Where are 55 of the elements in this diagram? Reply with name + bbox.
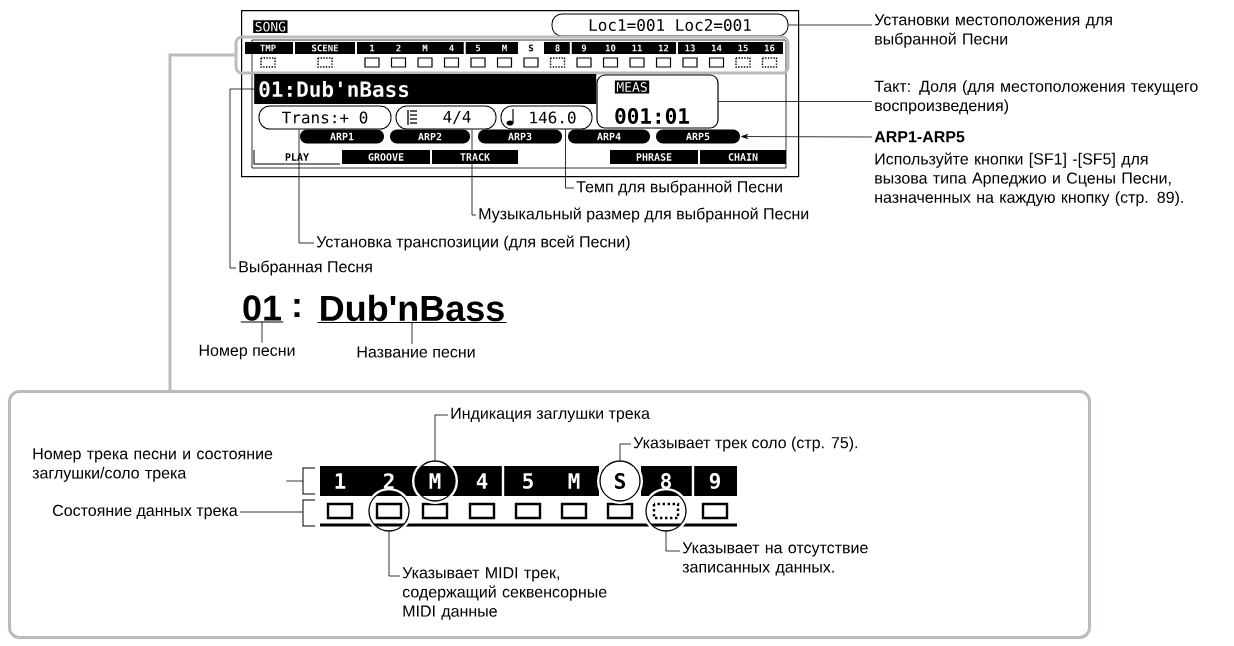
detail-panel	[8, 390, 1091, 639]
measure-beat-box: MEAS 001:01	[596, 74, 719, 129]
tab: PLAY	[253, 149, 341, 165]
arrow	[741, 134, 873, 140]
annotation-text: Индикация заглушки трека	[451, 407, 650, 423]
annotation-text: Номер песни	[199, 344, 295, 360]
annotation-text: Темп для выбранной Песни	[576, 180, 782, 196]
annotation-text: Указывает трек соло (стр. 75).	[633, 436, 858, 452]
highlight-circle	[366, 488, 412, 534]
arp-button: ARP5	[656, 129, 740, 144]
song-name-bar: 01:Dub'nBass	[254, 74, 597, 104]
tempo-field: 146.0	[500, 105, 593, 130]
arp-button: ARP4	[568, 129, 650, 144]
song-title: Dub'nBass	[317, 294, 507, 323]
location-field: Loc1=001 Loc2=001	[551, 13, 789, 37]
leader-line	[261, 321, 263, 344]
transpose-field: Trans:+ 0	[258, 105, 392, 130]
track-data-row	[302, 499, 737, 527]
tab: PHRASE	[610, 150, 698, 164]
annotation-text: Установка транспозиции (для всей Песни)	[316, 235, 630, 251]
annotation-text: ARP1-ARP5 Используйте кнопки [SF1] -[SF5] для вызова типа Арпеджио и Сцены Песни, назначенных на каждую кнопку (стр. 89).	[874, 131, 1183, 207]
node-label: CHAIN	[728, 153, 758, 161]
leader-line	[229, 88, 255, 269]
tab: GROOVE	[342, 150, 430, 164]
annotation-text: Номер трека песни и состояние заглушки/соло трека	[32, 448, 273, 482]
tab: TRACK	[432, 150, 518, 164]
leader-line	[665, 531, 681, 552]
leader-line	[286, 480, 304, 482]
annotation-text: Указывает MIDI трек, содержащий секвенсорные MIDI данные	[402, 567, 607, 620]
annotation-text: Установки местоположения для выбранной Песни	[874, 14, 1112, 48]
leader-line	[239, 511, 304, 513]
connector-line	[168, 53, 235, 390]
meter-field: 4/4	[395, 105, 497, 130]
annotation-text: Музыкальный размер для выбранной Песни	[479, 207, 809, 223]
leader-line	[298, 129, 315, 244]
colon: :	[294, 298, 300, 318]
leader-line	[434, 414, 449, 461]
tab: CHAIN	[700, 150, 786, 164]
annotation-text: Выбранная Песня	[239, 260, 372, 276]
node-label: PHRASE	[636, 153, 672, 161]
annotation-text: Состояние данных трека	[53, 504, 238, 520]
leader-line	[718, 101, 873, 102]
leader-line	[388, 531, 401, 577]
annotation-text: Указывает на отсутствие записанных данных.	[682, 542, 868, 576]
song-number: 01	[240, 295, 284, 323]
leader-line	[411, 322, 413, 345]
leader-line	[788, 24, 873, 26]
node-label: TRACK	[460, 153, 491, 161]
annotation-text: Такт: Доля (для местоположения текущего воспроизведения)	[874, 80, 1198, 115]
node-label: GROOVE	[368, 153, 404, 161]
leader-line	[565, 129, 575, 189]
track-status-strip: TMP SCENE 1 2 M 4 5 M S 8 9 10 11 12 13 14 15 16	[234, 35, 790, 75]
annotation-text: Название песни	[357, 346, 475, 358]
leader-line	[619, 443, 632, 461]
highlight-circle	[643, 488, 689, 534]
